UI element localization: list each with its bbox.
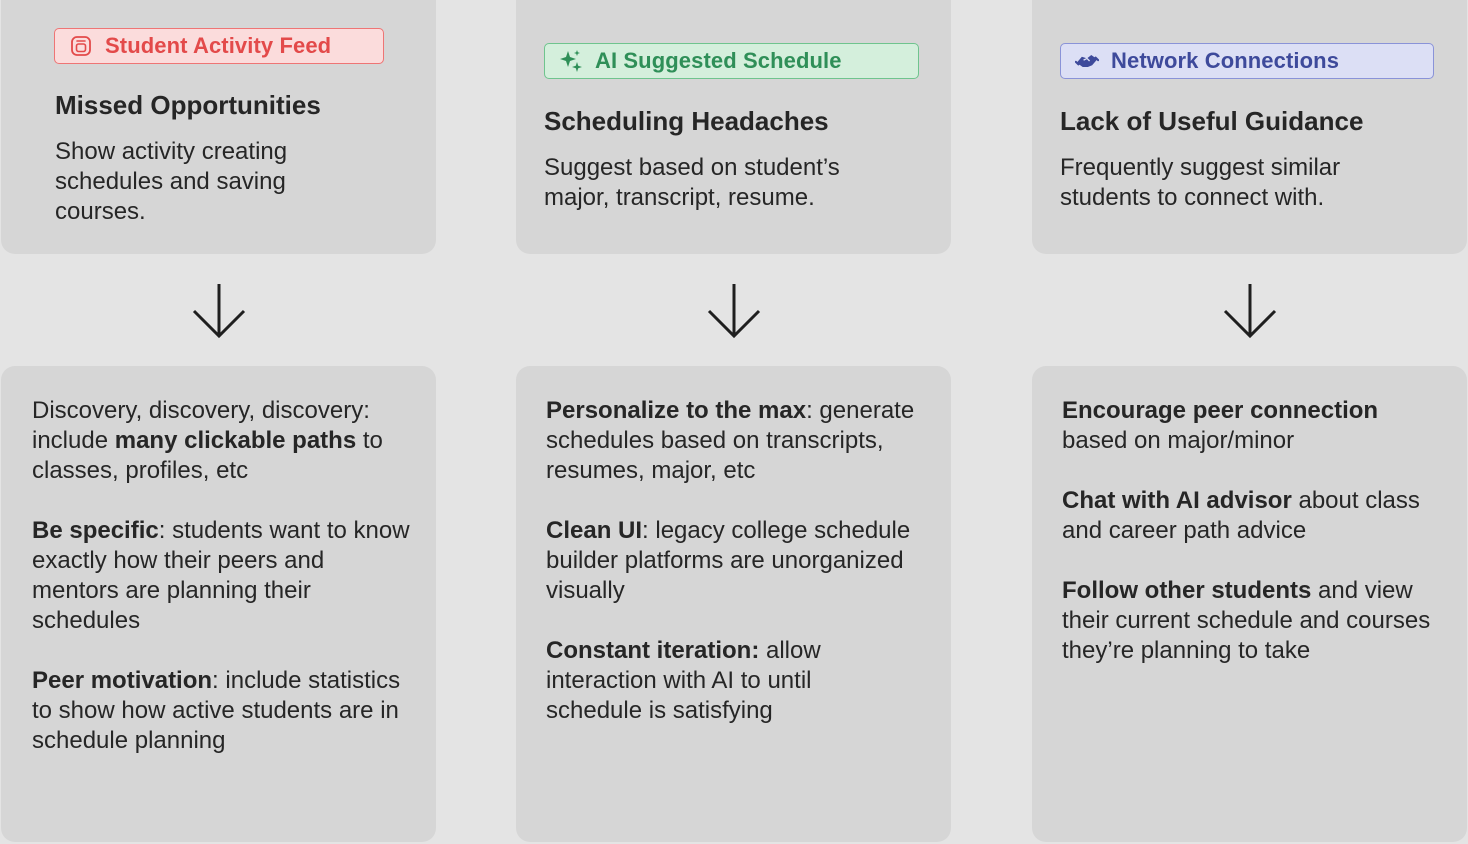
column-ai-schedule: AI Suggested Schedule Scheduling Headach… <box>516 0 951 844</box>
solution-card <box>1032 366 1467 842</box>
problem-heading: Missed Opportunities <box>55 90 321 120</box>
solution-point: Peer motivation: include statistics to s… <box>32 667 401 754</box>
column-network-connections: Network Connections Lack of Useful Guida… <box>1032 0 1467 844</box>
problem-description: Suggest based on student’s major, transc… <box>544 154 840 211</box>
feed-icon <box>69 34 93 58</box>
solution-point: Follow other students and view their cur… <box>1062 577 1431 664</box>
tag-ai-suggested-schedule: AI Suggested Schedule <box>544 43 919 79</box>
solution-point: Be specific: students want to know exact… <box>32 517 410 634</box>
solution-point: Clean UI: legacy college schedule builde… <box>546 517 911 604</box>
tag-label: AI Suggested Schedule <box>595 48 842 73</box>
tag-label: Network Connections <box>1111 48 1340 73</box>
problem-description: Frequently suggest similar students to c… <box>1060 154 1341 211</box>
tag-label: Student Activity Feed <box>105 33 332 58</box>
tag-student-activity-feed: Student Activity Feed <box>54 28 384 64</box>
solution-point: Encourage peer connection based on major… <box>1062 397 1379 454</box>
problem-heading: Scheduling Headaches <box>544 106 829 136</box>
problem-description: Show activity creating schedules and sav… <box>55 138 288 225</box>
down-arrow-icon <box>1223 284 1277 339</box>
down-arrow-icon <box>707 284 761 339</box>
handshake-icon <box>1075 49 1099 73</box>
down-arrow-icon <box>192 284 246 339</box>
problem-card <box>516 0 951 254</box>
solution-point: Chat with AI advisor about class and car… <box>1062 487 1420 544</box>
problem-heading: Lack of Useful Guidance <box>1060 106 1364 136</box>
solution-card <box>1 366 436 842</box>
solution-card <box>516 366 951 842</box>
sparkle-icon <box>559 49 583 73</box>
problem-card <box>1032 0 1467 254</box>
solution-point: Discovery, discovery, discovery: include… <box>32 397 383 484</box>
tag-network-connections: Network Connections <box>1060 43 1434 79</box>
solution-point: Personalize to the max: generate schedul… <box>546 397 915 484</box>
column-activity-feed: Student Activity Feed Missed Opportuniti… <box>1 0 436 844</box>
solution-point: Constant iteration: allow interaction wi… <box>546 637 821 724</box>
